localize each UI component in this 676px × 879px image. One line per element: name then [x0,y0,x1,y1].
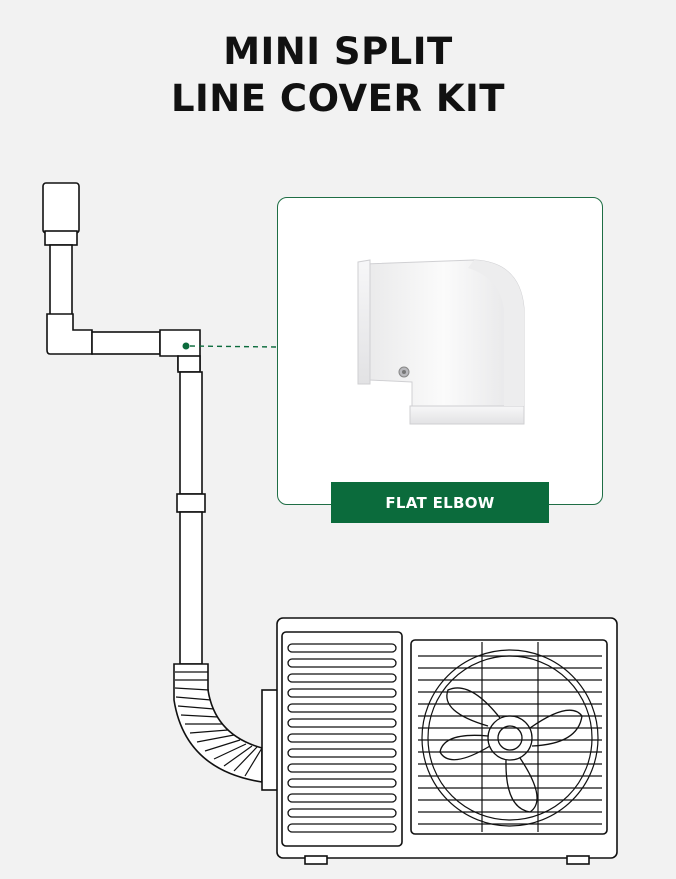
fan-grille [418,642,602,832]
title-line-2: LINE COVER KIT [170,77,506,120]
flexible-coupling [173,663,263,783]
long-vertical-pipe [179,371,203,495]
pipe-coupler [176,493,206,513]
lower-vertical-pipe [179,511,203,665]
page-title: MINI SPLIT LINE COVER KIT [0,28,676,122]
callout-dot [182,342,190,350]
fan-blade-icon [439,687,583,813]
callout-leader [189,345,278,348]
flat-elbow-product-image [357,259,525,425]
flat-elbow-label: FLAT ELBOW [331,482,549,523]
left-elbow [46,313,93,355]
elbow-joint [177,355,201,373]
title-line-1: MINI SPLIT [223,30,453,73]
horizontal-pipe [91,331,161,355]
top-vertical-pipe [49,244,73,316]
wall-cap-collar [44,230,78,246]
wall-cap [42,182,80,234]
product-callout-box [277,197,603,505]
